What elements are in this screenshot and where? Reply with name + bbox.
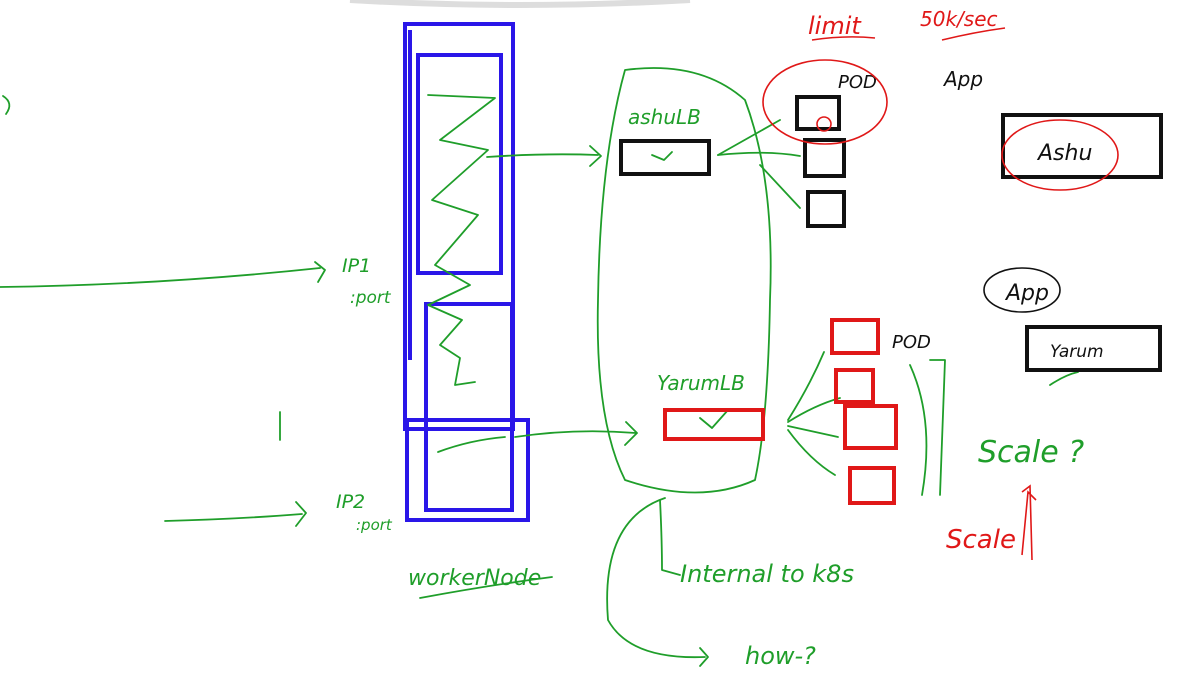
workernode-underline	[419, 576, 553, 599]
ip2-incoming-line	[164, 513, 303, 522]
rate-label: 50k/sec	[920, 7, 998, 31]
pod-dot-circle	[816, 116, 832, 132]
app-top-label: App	[942, 67, 983, 91]
arrow-to-yarumlb	[514, 430, 637, 438]
limit-underline	[811, 36, 876, 41]
internal-label: Internal to k8s	[680, 560, 854, 588]
scale-question-label: Scale ?	[978, 435, 1084, 470]
arrow-to-ashulb	[486, 153, 599, 158]
ashulb-arrowhead	[589, 145, 602, 167]
edge-arrowhead	[2, 95, 11, 115]
ashu-shapes	[619, 95, 1163, 372]
zigzag-line	[427, 94, 496, 386]
pod-bottom-label: POD	[892, 332, 931, 353]
toolbar-shadow	[349, 0, 691, 8]
ashu-highlight-circle	[1001, 119, 1119, 191]
container-rect-1	[416, 53, 503, 275]
ip1-arrowhead	[314, 261, 326, 283]
ashulb-to-pod-2	[717, 151, 801, 157]
limit-label: limit	[808, 12, 862, 40]
yarumlb-arrowhead	[624, 421, 638, 446]
yarum-tick	[1049, 371, 1079, 386]
app-mid-label: App	[1004, 281, 1049, 306]
scale-label: Scale	[946, 525, 1016, 555]
ashulb-to-pod-1	[717, 119, 781, 156]
ashu-pod-3	[806, 190, 846, 228]
container-rect-3	[405, 418, 530, 522]
yarumlb-box	[663, 408, 765, 441]
internal-pointer	[659, 499, 681, 576]
pod-highlight-circle	[762, 59, 888, 145]
ashulb-label: ashuLB	[628, 105, 701, 129]
red-annotations	[762, 27, 1119, 561]
ashu-label: Ashu	[1036, 141, 1092, 166]
ip1-incoming-line	[0, 267, 321, 288]
worker-node-outer-rect	[403, 22, 515, 431]
yarumlb-to-pod-3	[787, 425, 839, 438]
container-rect-2	[424, 302, 514, 512]
ashulb-to-pod-3	[759, 164, 801, 209]
ip2-port-label: :port	[356, 516, 393, 534]
yarum-pod-1	[830, 318, 880, 355]
ip2-label: IP2	[336, 491, 365, 513]
ip1-port-label: :port	[350, 288, 392, 308]
ip1-label: IP1	[342, 255, 371, 277]
ip2-arrowhead	[295, 501, 307, 527]
yarum-pod-3	[843, 404, 898, 450]
yarum-shapes	[663, 318, 898, 505]
worker-node-shapes	[403, 22, 530, 522]
ashu-pod-1	[795, 95, 841, 131]
black-annotations	[983, 267, 1061, 313]
bracket-left	[909, 364, 928, 496]
yarum-label: Yarum	[1050, 342, 1104, 362]
how-arrowhead	[699, 647, 709, 667]
yarum-pod-2	[834, 368, 875, 404]
app-circle	[983, 267, 1061, 313]
ashu-pod-2	[803, 138, 846, 178]
bracket-right	[929, 359, 946, 496]
ashulb-mark	[651, 151, 673, 161]
yarumlb-to-pod-1	[787, 351, 825, 421]
how-label: how-?	[745, 642, 816, 670]
yarum-pod-4	[848, 466, 896, 505]
yarumlb-to-pod-2	[787, 397, 841, 423]
pod-top-label: POD	[838, 72, 877, 93]
yarum-app-box	[1025, 325, 1162, 372]
scale-arrow	[1021, 484, 1037, 561]
yarumlb-mark	[699, 409, 729, 429]
workernode-label: workerNode	[408, 566, 541, 591]
yarumlb-label: YarumLB	[657, 371, 745, 395]
yarumlb-to-pod-4	[787, 429, 836, 476]
wave-line	[437, 436, 506, 453]
cluster-boundary	[596, 67, 772, 494]
ashulb-box	[619, 139, 711, 176]
rate-underline	[941, 27, 1006, 41]
how-pointer	[606, 497, 706, 659]
